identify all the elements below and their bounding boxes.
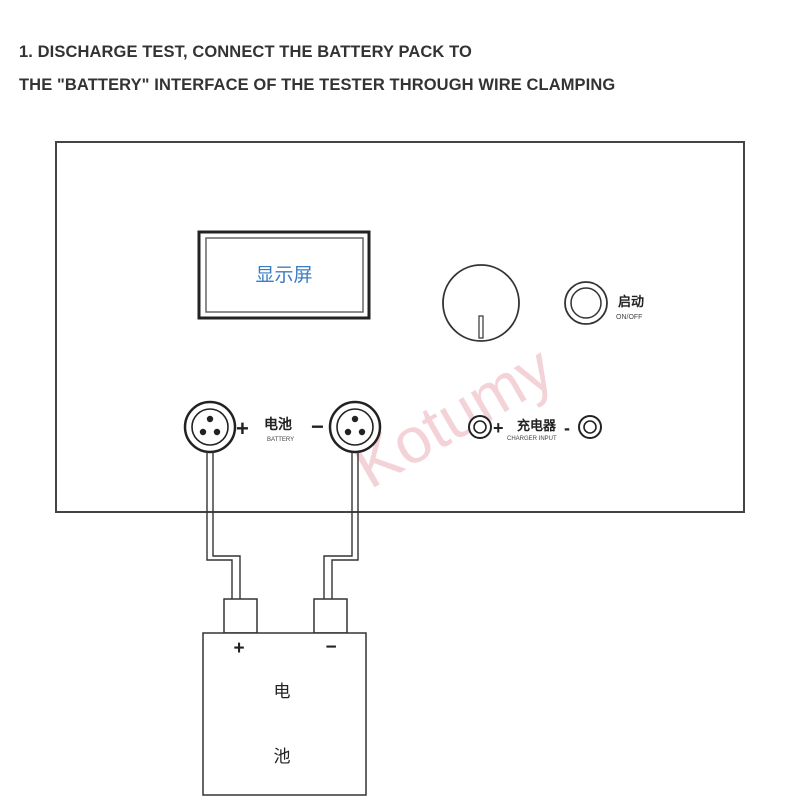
negative-wire	[323, 452, 359, 600]
battery-positive-connector[interactable]	[183, 400, 237, 454]
start-button[interactable]	[564, 281, 608, 325]
start-label-cn: 启动	[618, 294, 644, 310]
pack-label-line-2: 池	[274, 747, 291, 767]
start-label-en: ON/OFF	[616, 314, 642, 321]
positive-wire	[206, 452, 241, 600]
charger-plus-sign: +	[493, 418, 504, 438]
charger-positive-connector[interactable]	[468, 415, 492, 439]
pack-minus-sign: −	[325, 637, 336, 658]
instruction-line-1: 1. DISCHARGE TEST, CONNECT THE BATTERY P…	[19, 43, 472, 61]
battery-pack	[202, 598, 367, 796]
charger-label-en: CHARGER INPUT	[507, 436, 557, 442]
charger-negative-connector[interactable]	[578, 415, 602, 439]
pack-label-line-1: 电	[274, 682, 291, 702]
instruction-line-2: THE "BATTERY" INTERFACE OF THE TESTER TH…	[19, 76, 616, 94]
tester-panel	[55, 141, 745, 513]
battery-minus-sign: −	[311, 414, 324, 439]
display-screen: 显示屏	[197, 230, 371, 320]
instruction-header: 1. DISCHARGE TEST, CONNECT THE BATTERY P…	[19, 36, 779, 102]
charger-minus-sign: -	[564, 418, 570, 438]
charger-label-cn: 充电器	[517, 418, 557, 434]
battery-label-en: BATTERY	[267, 437, 294, 443]
battery-label-cn: 电池	[264, 416, 292, 433]
battery-negative-connector[interactable]	[328, 400, 382, 454]
display-label: 显示屏	[255, 264, 312, 286]
pack-plus-sign: +	[233, 638, 244, 659]
battery-plus-sign: +	[236, 416, 249, 441]
adjust-knob[interactable]	[442, 264, 520, 342]
